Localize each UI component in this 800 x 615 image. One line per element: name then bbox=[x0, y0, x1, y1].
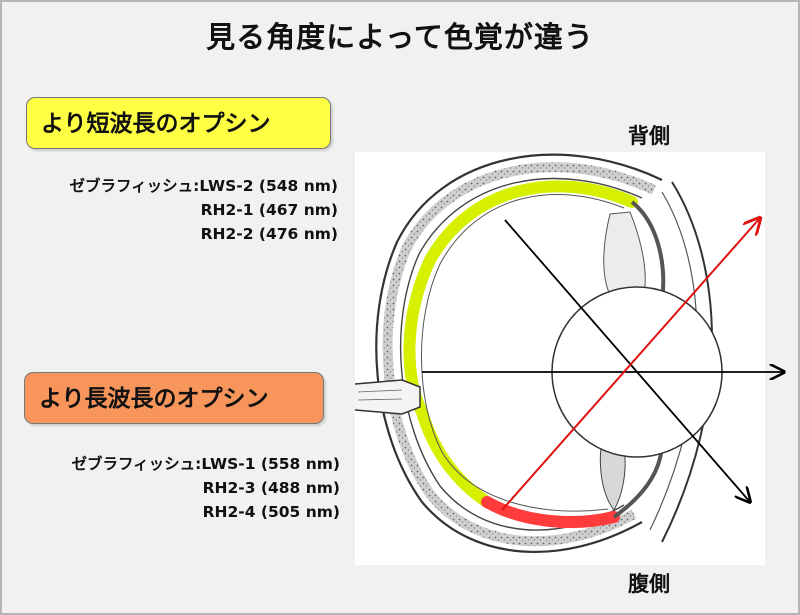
sclera-band bbox=[382, 162, 657, 547]
opsin-row: RH2-2 (476 nm) bbox=[20, 222, 338, 246]
diagonal-red-arrow bbox=[501, 218, 760, 511]
choroid-line bbox=[399, 177, 643, 531]
opsin-row: RH2-1 (467 nm) bbox=[20, 198, 338, 222]
retina-ventral-red bbox=[481, 496, 620, 528]
sclera-outer bbox=[375, 153, 663, 553]
opsin-name: LWS-1 (558 nm) bbox=[201, 455, 340, 473]
dorsal-label: 背側 bbox=[628, 124, 670, 148]
long-wavelength-opsin-list: ゼブラフィッシュ: LWS-1 (558 nm) RH2-3 (488 nm) … bbox=[22, 452, 340, 524]
opsin-row: RH2-3 (488 nm) bbox=[22, 476, 340, 500]
opsin-name: LWS-2 (548 nm) bbox=[199, 177, 338, 195]
opsin-name: RH2-2 (476 nm) bbox=[200, 225, 338, 243]
opsin-row: RH2-4 (505 nm) bbox=[22, 500, 340, 524]
diagonal-black-arrow bbox=[504, 219, 750, 502]
retina-dorsal bbox=[403, 180, 638, 418]
optic-nerve-stripe bbox=[357, 398, 403, 401]
iris-dorsal bbox=[630, 200, 666, 303]
short-wavelength-badge: より短波長のオプシン bbox=[26, 97, 331, 149]
long-wavelength-badge: より長波長のオプシン bbox=[24, 372, 324, 424]
ventral-label: 腹側 bbox=[628, 572, 670, 596]
opsin-row: ゼブラフィッシュ: LWS-1 (558 nm) bbox=[22, 452, 340, 476]
species-label: ゼブラフィッシュ: bbox=[69, 177, 200, 195]
opsin-name: RH2-1 (467 nm) bbox=[200, 201, 338, 219]
short-wavelength-opsin-list: ゼブラフィッシュ: LWS-2 (548 nm) RH2-1 (467 nm) … bbox=[20, 174, 338, 246]
slide-title: 見る角度によって色覚が違う bbox=[206, 20, 594, 54]
retina-ventral bbox=[416, 406, 493, 508]
opsin-row: ゼブラフィッシュ: LWS-2 (548 nm) bbox=[20, 174, 338, 198]
species-label: ゼブラフィッシュ: bbox=[71, 455, 202, 473]
opsin-name: RH2-4 (505 nm) bbox=[202, 503, 340, 521]
opsin-name: RH2-3 (488 nm) bbox=[202, 479, 340, 497]
optic-nerve bbox=[354, 379, 421, 415]
optic-nerve-stripe bbox=[357, 389, 403, 393]
